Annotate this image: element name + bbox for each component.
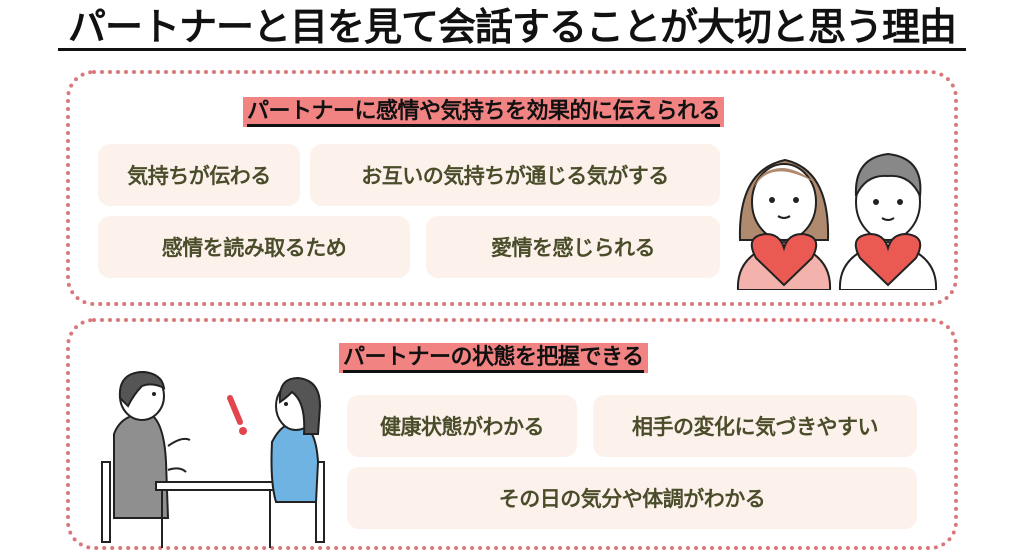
page-title: パートナーと目を見て会話することが大切と思う理由 bbox=[67, 5, 957, 49]
reason-card: その日の気分や体調がわかる bbox=[347, 467, 917, 529]
section-heading-emotions: パートナーに感情や気持ちを効果的に伝えられる bbox=[243, 97, 725, 127]
reason-card: 愛情を感じられる bbox=[426, 216, 720, 278]
reason-card: お互いの気持ちが通じる気がする bbox=[310, 144, 720, 206]
couple-with-hearts-illustration bbox=[736, 152, 938, 290]
reason-card: 感情を読み取るため bbox=[98, 216, 410, 278]
section-heading-condition: パートナーの状態を把握できる bbox=[339, 343, 648, 373]
conversation-at-table-illustration bbox=[101, 370, 325, 548]
reason-card: 相手の変化に気づきやすい bbox=[593, 395, 917, 457]
reason-card: 健康状態がわかる bbox=[347, 395, 577, 457]
title-underline bbox=[58, 48, 966, 51]
reason-card: 気持ちが伝わる bbox=[98, 144, 300, 206]
